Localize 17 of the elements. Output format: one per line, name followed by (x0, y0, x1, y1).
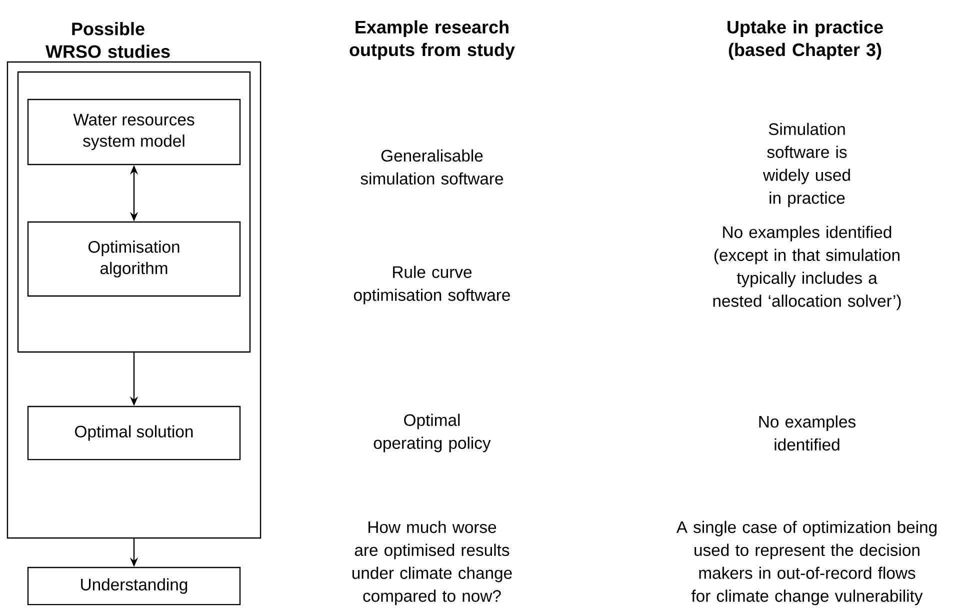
column-heading: Uptake in practice (based Chapter 3) (728, 20, 883, 60)
group-box (17, 71, 251, 353)
process-box: Optimal solution (27, 406, 241, 460)
process-box: Optimisation algorithm (27, 221, 241, 297)
column-heading: Example research outputs from study (350, 20, 515, 60)
description-text: Rule curve optimisation software (354, 266, 510, 304)
description-text: No examples identified (759, 415, 856, 451)
column-heading: Possible WRSO studies (46, 22, 170, 58)
process-box: Water resources system model (27, 98, 241, 166)
description-text: How much worse are optimised results under climate change compared to now? (352, 520, 512, 606)
description-text: Simulation software is widely used in practice (762, 122, 850, 208)
description-text: Optimal operating policy (374, 414, 491, 452)
group-box (6, 61, 262, 539)
process-box: Understanding (27, 566, 241, 606)
description-text: A single case of optimization being used to represent the decision makers in out-of-record flows for climate change vulnerability (676, 520, 937, 606)
description-text: No examples identified (except in that simulation typically includes a nested ‘allocation solver’) (713, 226, 901, 310)
description-text: Generalisable simulation software (360, 149, 504, 185)
